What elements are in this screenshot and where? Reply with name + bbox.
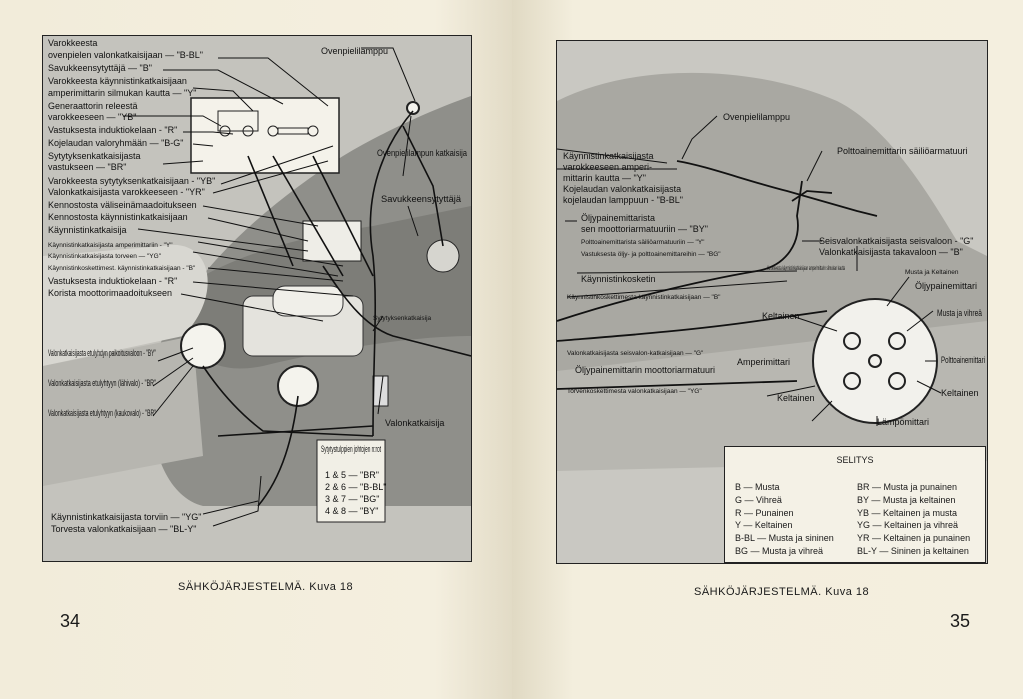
label-11: Varokkeesta sytytyksenkatkaisijaan - "YB… (48, 176, 215, 186)
legend-item: BR — Musta ja punainen (857, 482, 958, 492)
r-label-2: Käynnistinkatkaisijasta (563, 151, 654, 161)
spark-row-2: 3 & 7 — "BG" (325, 494, 379, 504)
legend-title: SELITYS (836, 455, 874, 465)
legend-item: G — Vihreä (735, 494, 782, 505)
legend-item: B-BL — Musta ja sininen (735, 533, 834, 544)
r-label-8: sen moottoriarmatuuriin — "BY" (581, 224, 708, 234)
r-label-17: Öljypainemittari (915, 281, 977, 291)
legend-item: R — Punainen (735, 507, 794, 518)
label-27: Ovenpielilampun katkaisija (377, 148, 467, 158)
label-15: Käynnistinkatkaisija (48, 225, 127, 235)
legend-item: B — Musta (735, 482, 780, 492)
label-18: Käynnistinkoskettimest. käynnistinkatkai… (48, 265, 196, 272)
label-16: Käynnistinkatkaisijasta amperimittariin … (48, 242, 173, 249)
r-label-1: Polttoainemittarin säiliöarmatuuri (837, 146, 968, 156)
legend-right-col: BR — Musta ja punainen BY — Musta ja kel… (857, 481, 970, 558)
left-callouts: Varokkeesta ovenpielen valonkatkaisijaan… (48, 38, 467, 534)
spark-table-title: Sytytystulppien johtojen n:rot (321, 444, 381, 454)
legend-item: BY — Musta ja keltainen (857, 494, 956, 505)
legend-box: SELITYS B — Musta G — Vihreä R — Punaine… (724, 446, 986, 563)
left-wiring-figure: Varokkeesta ovenpielen valonkatkaisijaan… (42, 35, 472, 562)
r-label-12: Valonkatkaisijasta takavaloon — "B" (819, 247, 963, 257)
label-10: vastukseen — "BR" (48, 162, 126, 172)
legend-left-col: B — Musta G — Vihreä R — Punainen Y — Ke… (735, 481, 834, 558)
r-label-19: Musta ja vihreä (937, 308, 982, 318)
r-label-5: Kojelaudan valonkatkaisijasta (563, 184, 681, 194)
left-caption: SÄHKÖJÄRJESTELMÄ. Kuva 18 (178, 581, 354, 593)
r-label-14: Käynnistinkoskettimesta käynnistinkatkai… (567, 294, 721, 301)
legend-item: BL-Y — Sininen ja keltainen (857, 545, 969, 556)
r-label-10: Vastuksesta öljy- ja polttoainemittareih… (581, 251, 721, 258)
label-14: Kennostosta käynnistinkatkaisijaan (48, 212, 188, 222)
label-8: Kojelaudan valoryhmään — "B-G" (48, 138, 183, 148)
label-22: Valonkatkaisijasta etulyhtyyn (lähivalo)… (48, 378, 156, 388)
r-label-0: Ovenpielilamppu (723, 112, 790, 122)
r-label-15: Varokkeesta käynnistinkatkaisijaan amper… (767, 265, 845, 272)
label-13: Kennostosta väliseinämaadoitukseen (48, 200, 197, 210)
label-1: ovenpielen valonkatkaisijaan — "B-BL" (48, 50, 203, 60)
label-17: Käynnistinkatkaisijasta torveen — "YG" (48, 253, 162, 260)
label-19: Vastuksesta induktiokelaan - "R" (48, 276, 177, 286)
label-7: Vastuksesta induktiokelaan - "R" (48, 125, 177, 135)
label-4: amperimittarin silmukan kautta — "Y" (48, 88, 196, 98)
right-callouts: Ovenpielilamppu Polttoainemittarin säili… (563, 112, 985, 427)
legend-item: BG — Musta ja vihreä (735, 545, 824, 556)
label-12: Valonkatkaisijasta varokkeeseen - "YR" (48, 187, 205, 197)
left-page-number: 34 (60, 611, 81, 631)
label-9: Sytytyksenkatkaisijasta (48, 151, 141, 161)
r-label-24: Lämpömittari (877, 417, 929, 427)
r-label-6: kojelaudan lamppuun - "B-BL" (563, 195, 683, 205)
label-26: Ovenpielilamppu (321, 46, 388, 56)
legend-item: YB — Keltainen ja musta (857, 507, 958, 518)
r-label-21: Keltainen (941, 388, 979, 398)
left-wiring-diagram: Varokkeesta ovenpielen valonkatkaisijaan… (43, 36, 471, 561)
r-label-23: Keltainen (777, 393, 815, 403)
spark-row-0: 1 & 5 — "BR" (325, 470, 379, 480)
r-label-7: Öljypainemittarista (581, 213, 655, 223)
label-23: Valonkatkaisijasta etulyhtyyn (kaukovalo… (48, 408, 156, 418)
r-label-26: Öljypainemittarin moottoriarmatuuri (575, 365, 715, 375)
r-label-16: Musta ja Keltainen (905, 269, 959, 276)
legend-item: Y — Keltainen (735, 520, 793, 531)
label-29: Sytytyksenkatkaisija (373, 315, 432, 322)
label-6: varokkeeseen — "YB" (48, 112, 136, 122)
label-25: Torvesta valonkatkaisijaan — "BL-Y" (51, 524, 196, 534)
legend-item: YG — Keltainen ja vihreä (857, 520, 959, 531)
right-caption: SÄHKÖJÄRJESTELMÄ. Kuva 18 (694, 586, 870, 598)
label-24: Käynnistinkatkaisijasta torviin — "YG" (51, 512, 201, 522)
label-0: Varokkeesta (48, 38, 97, 48)
label-21: Valonkatkaisijasta etulyhdyn paikoitusva… (48, 348, 156, 358)
label-3: Varokkeesta käynnistinkatkaisijaan (48, 76, 187, 86)
legend-item: YR — Keltainen ja punainen (857, 533, 971, 544)
r-label-4: mittarin kautta — "Y" (563, 173, 646, 183)
spark-row-3: 4 & 8 — "BY" (325, 506, 378, 516)
r-label-22: Amperimittari (737, 357, 790, 367)
r-label-13: Käynnistinkosketin (581, 274, 656, 284)
r-label-20: Polttoainemittari (941, 355, 985, 365)
spark-row-1: 2 & 6 — "B-BL" (325, 482, 386, 492)
label-5: Generaattorin releestä (48, 101, 138, 111)
label-20: Korista moottorimaadoitukseen (48, 288, 172, 298)
label-30: Valonkatkaisija (385, 418, 444, 428)
r-label-18: Keltainen (762, 311, 800, 321)
r-label-9: Polttoainemittarista säiliöarmatuuriin —… (581, 239, 705, 246)
label-2: Savukkeensytyttäjä — "B" (48, 63, 152, 73)
r-label-27: Torvenkoskettimesta valonkatkaisijaan — … (567, 388, 702, 395)
r-label-3: varokkeeseen amperi- (563, 162, 652, 172)
r-label-25: Valonkatkaisijasta seisvalon-katkaisijaa… (567, 350, 704, 357)
r-label-11: Seisvalonkatkaisijasta seisvaloon - "G" (819, 236, 973, 246)
label-28: Savukkeensytyttäjä (381, 194, 461, 204)
right-page-number: 35 (950, 611, 971, 631)
